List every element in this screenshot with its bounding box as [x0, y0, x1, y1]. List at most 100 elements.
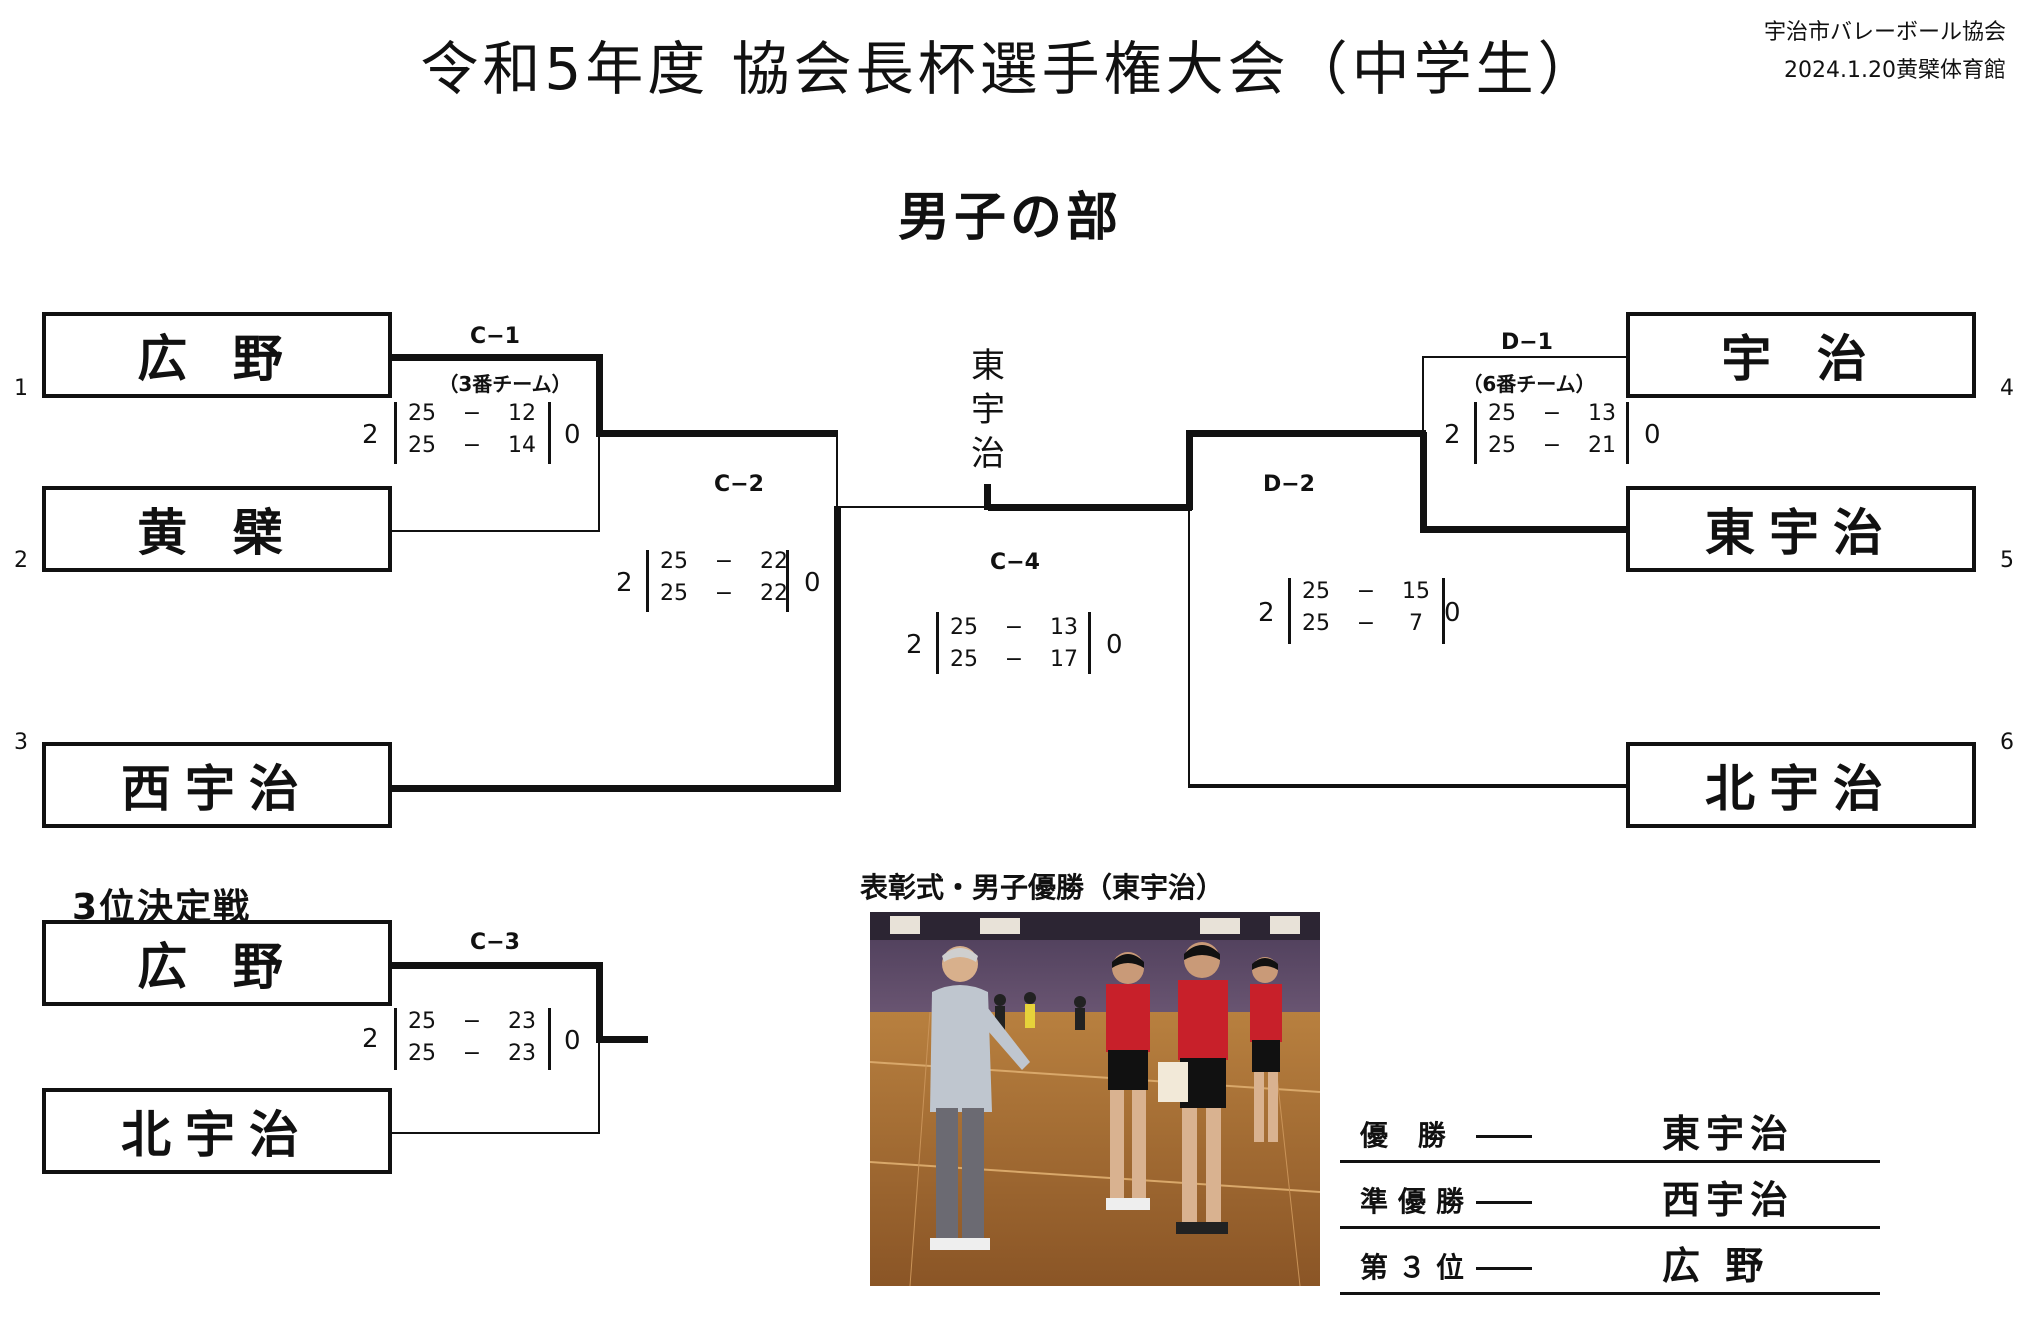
bracket-line-c1-top [392, 354, 602, 361]
result-row-third: 第３位 広 野 [1340, 1232, 1880, 1295]
result-dash-runnerup [1476, 1201, 1532, 1204]
team-box-1: 広 野 [42, 312, 392, 398]
seed-1: 1 [14, 376, 28, 401]
result-value-champion: 東宇治 [1662, 1112, 1795, 1156]
team-box-3: 西宇治 [42, 742, 392, 828]
bracket-line-c2-vert-top [836, 430, 838, 508]
match-c1-left-sets: 2 [362, 420, 379, 450]
result-dash-champion [1476, 1135, 1532, 1138]
team-box-5: 東宇治 [1626, 486, 1976, 572]
result-label-runnerup: 準優勝 [1360, 1185, 1475, 1218]
date-venue: 2024.1.20黄檗体育館 [1784, 58, 2006, 83]
bracket-line-c2-vert-win [834, 506, 841, 792]
award-photo-illustration [870, 912, 1320, 1286]
page-title: 令和5年度 協会長杯選手権大会（中学生） [420, 35, 1600, 103]
bracket-line-d1-top [1422, 356, 1630, 358]
match-label-c4: C−4 [990, 550, 1040, 575]
match-c4-scores: 25−13 25−17 [950, 615, 1078, 672]
bracket-line-d1-bottom [1420, 526, 1630, 533]
bracket-line-c3-vert-win [596, 962, 603, 1042]
bracket-line-c1-bottom [392, 530, 600, 532]
match-d2-right-sets: 0 [1444, 598, 1461, 628]
bracket-line-c1-vert [598, 436, 600, 532]
match-c1-right-sets: 0 [564, 420, 581, 450]
organizer-name: 宇治市バレーボール協会 [1763, 20, 2006, 45]
team-box-4: 宇 治 [1626, 312, 1976, 398]
match-d1-divider-right [1626, 402, 1629, 464]
bracket-line-d1-vert [1422, 356, 1424, 434]
team-box-2: 黄 檗 [42, 486, 392, 572]
match-d2-divider-right [1442, 578, 1445, 644]
result-label-third: 第３位 [1360, 1251, 1475, 1284]
match-d1-scores: 25−13 25−21 [1488, 401, 1616, 458]
photo-man [930, 946, 1030, 1250]
match-c4-divider-left [936, 612, 939, 674]
match-c2-divider-right [786, 550, 789, 612]
result-value-third: 広 野 [1662, 1244, 1770, 1288]
team-box-6: 北宇治 [1626, 742, 1976, 828]
match-c4-left-sets: 2 [906, 630, 923, 660]
bracket-line-d2-vert-win [1186, 430, 1193, 510]
match-c4-divider-right [1088, 612, 1091, 674]
match-c2-left-sets: 2 [616, 568, 633, 598]
result-row-champion: 優 勝 東宇治 [1340, 1100, 1880, 1163]
seed-6: 6 [2000, 730, 2014, 755]
bracket-line-c3-vert [598, 1040, 600, 1134]
bracket-line-c3-stub [596, 1036, 648, 1043]
match-c3-divider-left [394, 1008, 397, 1070]
photo-caption: 表彰式・男子優勝（東宇治） [860, 871, 1225, 904]
photo-player-1 [1106, 952, 1150, 1210]
result-label-champion: 優 勝 [1360, 1119, 1456, 1152]
match-c1-divider-right [548, 402, 551, 464]
seed-4: 4 [2000, 376, 2014, 401]
match-d1-left-sets: 2 [1444, 420, 1461, 450]
match-c3-divider-right [548, 1008, 551, 1070]
match-label-d2: D−2 [1262, 472, 1315, 497]
match-note-d1: （6番チーム） [1462, 372, 1596, 396]
photo-player-3 [1250, 957, 1282, 1142]
organizer-block: 宇治市バレーボール協会 2024.1.20黄檗体育館 [1764, 14, 2006, 90]
champion-char-1: 東 [971, 346, 1005, 386]
match-c2-right-sets: 0 [804, 568, 821, 598]
match-c4-right-sets: 0 [1106, 630, 1123, 660]
award-photo [870, 912, 1320, 1286]
match-d1-divider-left [1474, 402, 1477, 464]
match-label-c1: C−1 [470, 324, 520, 349]
seed-5: 5 [2000, 548, 2014, 573]
bracket-line-final-stem [984, 484, 991, 510]
match-c2-scores: 25−22 25−22 [660, 549, 788, 606]
match-c1-scores: 25−12 25−14 [408, 401, 536, 458]
match-label-c3: C−3 [470, 930, 520, 955]
bracket-line-c3-bottom [392, 1132, 600, 1134]
match-note-c1: （3番チーム） [438, 372, 572, 396]
match-d2-scores: 25−15 25−7 [1302, 579, 1430, 636]
match-d2-divider-left [1288, 578, 1291, 644]
third-team-a: 広 野 [42, 920, 392, 1006]
bracket-line-c2-top [596, 430, 838, 437]
champion-vertical: 東 宇 治 [968, 344, 1008, 476]
result-row-runnerup: 準優勝 西宇治 [1340, 1166, 1880, 1229]
bracket-line-d2-top [1186, 430, 1426, 437]
match-c3-left-sets: 2 [362, 1024, 379, 1054]
seed-2: 2 [14, 548, 28, 573]
match-label-d1: D−1 [1500, 330, 1553, 355]
champion-char-3: 治 [971, 434, 1005, 474]
match-label-c2: C−2 [714, 472, 764, 497]
match-d1-right-sets: 0 [1644, 420, 1661, 450]
section-title: 男子の部 [897, 188, 1122, 248]
match-d2-left-sets: 2 [1258, 598, 1275, 628]
result-dash-third [1476, 1267, 1532, 1270]
bracket-line-d2-vert [1188, 506, 1190, 786]
match-c2-divider-left [646, 550, 649, 612]
bracket-line-c3-top [392, 962, 602, 969]
bracket-line-d1-vert-win [1420, 432, 1427, 532]
champion-char-2: 宇 [971, 390, 1005, 430]
bracket-line-d2-bottom [1188, 784, 1630, 788]
third-team-b: 北宇治 [42, 1088, 392, 1174]
bracket-line-final-right [988, 504, 1192, 511]
match-c1-divider-left [394, 402, 397, 464]
match-c3-right-sets: 0 [564, 1026, 581, 1056]
match-c3-scores: 25−23 25−23 [408, 1009, 536, 1066]
bracket-line-final-left [838, 506, 988, 508]
bracket-line-c1-vert-win [596, 354, 603, 436]
